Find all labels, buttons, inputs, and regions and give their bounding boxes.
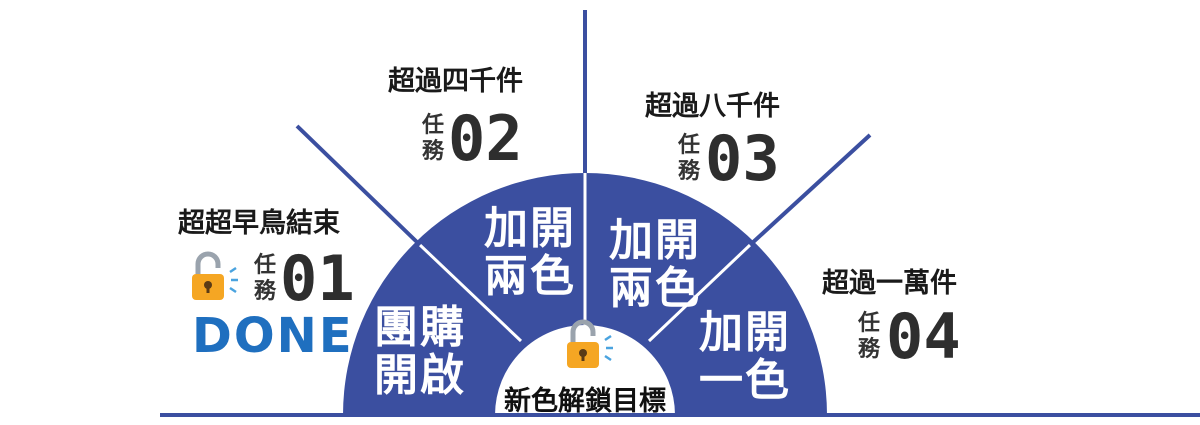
segment-2-line1: 加開 xyxy=(484,203,576,254)
mission-1-unlocked-padlock-icon xyxy=(192,251,238,300)
mission-1-task-label-2: 務 xyxy=(254,278,277,304)
mission-2-task-label-1: 任 xyxy=(421,112,444,138)
mission-4-task-label-1: 任 xyxy=(857,310,880,336)
segment-4-line1: 加開 xyxy=(699,307,791,358)
segment-3-line1: 加開 xyxy=(609,215,701,266)
segment-3-line2: 兩色 xyxy=(609,263,701,314)
mission-3-task-label-1: 任 xyxy=(677,132,700,158)
mission-4-task-label-2: 務 xyxy=(858,336,881,362)
mission-1-task-label-1: 任 xyxy=(253,252,276,278)
center-label: 新色解鎖目標 xyxy=(504,385,666,417)
segment-dividers xyxy=(418,173,752,343)
mission-3-title: 超過八千件 xyxy=(645,91,780,122)
mission-2-title: 超過四千件 xyxy=(388,66,523,97)
mission-3-task-label-2: 務 xyxy=(678,158,701,184)
mission-4-number: 04 xyxy=(886,300,961,373)
segment-1-line1: 團購 xyxy=(374,302,466,353)
mission-1-number: 01 xyxy=(280,242,355,315)
mission-2-number: 02 xyxy=(448,102,523,175)
segment-2-line2: 兩色 xyxy=(484,251,576,302)
center-unlocked-padlock-icon xyxy=(567,319,613,368)
segment-4-line2: 一色 xyxy=(699,355,791,406)
divider-rays xyxy=(295,10,872,247)
mission-1-done-badge: DONE xyxy=(192,308,354,364)
mission-3-number: 03 xyxy=(705,122,780,195)
segment-1-line2: 開啟 xyxy=(374,350,466,401)
mission-2-task-label-2: 務 xyxy=(422,138,445,164)
mission-1-title: 超超早鳥結束 xyxy=(178,207,340,239)
mission-4-title: 超過一萬件 xyxy=(822,268,957,299)
